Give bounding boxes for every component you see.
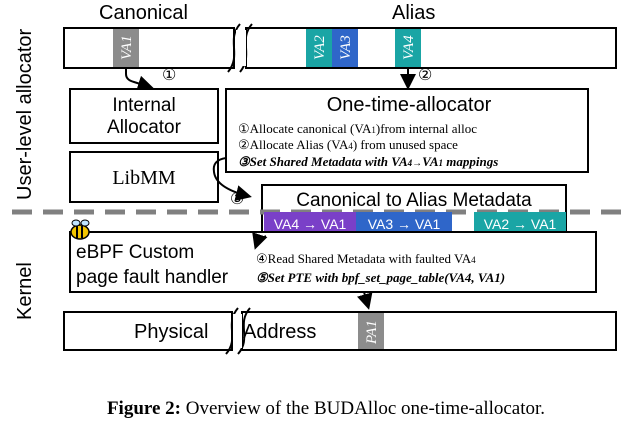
physical-address-bar [63,307,617,355]
step1-number: ① [162,67,176,84]
address-label: Address [243,321,316,343]
physical-label: Physical [134,321,208,343]
internal-allocator-line1: Internal [112,95,175,116]
va2-slot: VA2 [306,29,332,67]
step1-arrow [125,68,154,92]
kernel-label: Kernel [14,262,36,320]
step3-number: ③ [230,191,244,208]
va4-slot-label: VA4 [401,35,417,60]
metadata-entry-va2-label: VA2 → VA1 [484,216,557,232]
canonical-label: Canonical [99,2,188,24]
internal-allocator-box [69,88,219,144]
ebpf-handler-box [69,231,597,293]
ebpf-step5: ⑤Set PTE with bpf_set_page_table(VA4, VA… [256,270,505,285]
figure-caption: Figure 2: Overview of the BUDAlloc one-t… [107,398,545,419]
ebpf-step4: ④Read Shared Metadata with faulted VA4 [256,251,476,266]
va1-slot-label: VA1 [119,35,135,60]
metadata-entry-va4-label: VA4 → VA1 [274,216,347,232]
pa1-slot-label: PA1 [364,320,380,345]
metadata-title: Canonical to Alias Metadata [296,190,532,211]
metadata-read-arrow [252,232,268,250]
libmm-label: LibMM [112,167,176,189]
step5-arrow [357,291,373,310]
step2-number: ② [418,67,432,84]
va4-slot: VA4 [395,29,421,67]
libmm-box [69,151,219,203]
alias-label: Alias [392,2,435,24]
one-time-step3: ③Set Shared Metadata with VA4→VA1 mappin… [238,154,498,169]
ebpf-title-line1: eBPF Custom [76,242,194,263]
one-time-step1: ①Allocate canonical (VA1)from internal a… [238,121,477,136]
bee-icon [70,219,90,240]
pa1-slot: PA1 [358,313,384,349]
user-level-label: User-level allocator [14,28,36,200]
va1-slot: VA1 [113,29,139,67]
one-time-step2: ②Allocate Alias (VA4) from unused space [238,137,458,152]
va3-slot: VA3 [332,29,358,67]
ebpf-title-line2: page fault handler [76,267,229,288]
one-time-allocator-box [225,88,589,173]
step3-arrow [212,157,252,201]
va2-slot-label: VA2 [312,35,328,60]
one-time-allocator-title: One-time-allocator [327,94,492,116]
va3-slot-label: VA3 [338,35,354,60]
metadata-entry-va3-label: VA3 → VA1 [368,216,441,232]
internal-allocator-line2: Allocator [107,117,182,138]
